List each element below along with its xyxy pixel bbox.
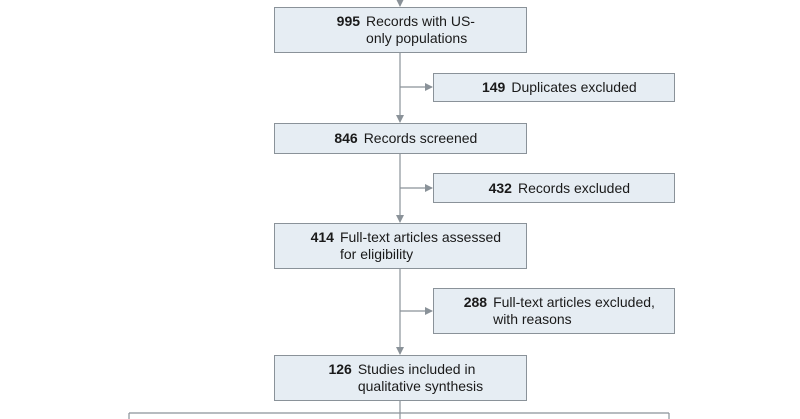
included-line2: qualitative synthesis bbox=[357, 378, 484, 394]
records-screened-box: 846 Records screened bbox=[274, 123, 527, 154]
records-excluded-text: Records excluded bbox=[517, 179, 631, 196]
records-excluded-count: 432 bbox=[488, 179, 512, 196]
duplicates-excluded-box: 149 Duplicates excluded bbox=[433, 73, 675, 102]
full-text-assessed-box: 414 Full-text articles assessed for elig… bbox=[274, 223, 527, 269]
duplicates-count: 149 bbox=[481, 79, 506, 95]
included-line1: Studies included in bbox=[357, 361, 476, 377]
full-text-excluded-count: 288 bbox=[463, 294, 488, 310]
us-only-count: 995 bbox=[336, 13, 361, 29]
full-text-count: 414 bbox=[310, 229, 334, 245]
full-text-excluded-line2: with reasons bbox=[493, 311, 572, 327]
screened-count: 846 bbox=[334, 130, 358, 146]
included-count: 126 bbox=[328, 361, 352, 377]
us-only-text-line2: only populations bbox=[366, 30, 468, 46]
studies-included-box: 126 Studies included in qualitative synt… bbox=[274, 355, 527, 401]
duplicates-text: Duplicates excluded bbox=[511, 79, 637, 95]
screened-text: Records screened bbox=[363, 130, 478, 146]
full-text-line1: Full-text articles assessed bbox=[339, 229, 502, 245]
records-excluded-box: 432 Records excluded bbox=[433, 173, 675, 203]
full-text-line2: for eligibility bbox=[339, 246, 414, 262]
full-text-excluded-box: 288 Full-text articles excluded, with re… bbox=[433, 288, 675, 334]
full-text-excluded-line1: Full-text articles excluded, bbox=[493, 294, 655, 310]
us-only-text-line1: Records with US- bbox=[366, 13, 475, 29]
us-only-records-box: 995 Records with US- only populations bbox=[274, 7, 527, 53]
